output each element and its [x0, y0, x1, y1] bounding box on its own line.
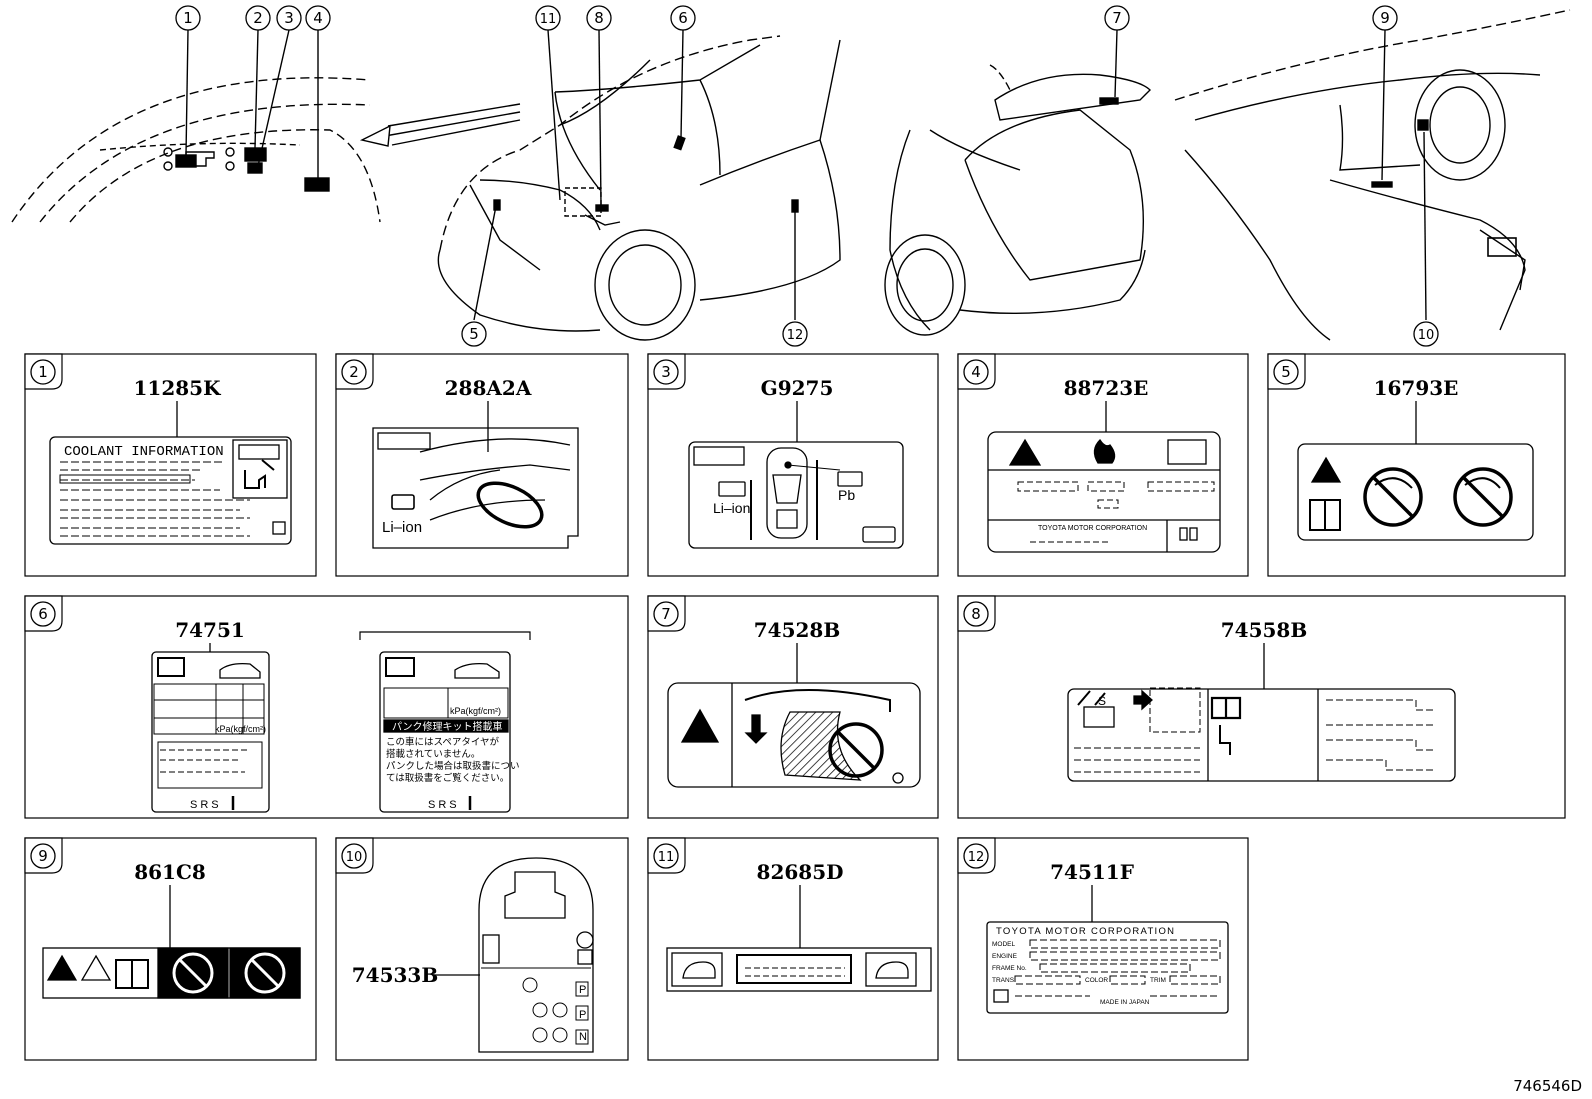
svg-text:7: 7 [661, 605, 671, 623]
callout-3: 3 [284, 9, 294, 27]
svg-text:COLOR: COLOR [1085, 977, 1108, 984]
svg-text:11: 11 [658, 850, 675, 865]
panel-10-label: P P N [432, 857, 594, 1053]
svg-text:SRS: SRS [428, 799, 460, 811]
svg-text:6: 6 [38, 605, 48, 623]
svg-text:TOYOTA MOTOR CORPORATION: TOYOTA MOTOR CORPORATION [996, 926, 1175, 937]
svg-text:MADE IN JAPAN: MADE IN JAPAN [1100, 999, 1150, 1006]
liion-text: Li–ion [713, 500, 750, 516]
radiator-support-view [11, 29, 381, 223]
callout-9: 9 [1380, 9, 1390, 27]
svg-text:この車にはスペアタイヤが: この車にはスペアタイヤが [386, 736, 500, 748]
part-74533B: 74533B [352, 963, 438, 987]
panel-3-label: Li–ion Pb [688, 401, 904, 549]
svg-text:5: 5 [1281, 363, 1291, 381]
svg-text:2: 2 [349, 363, 359, 381]
panel-11-label [666, 885, 932, 992]
part-numbers: 11285K 288A2A G9275 88723E 16793E 74751 … [134, 376, 1459, 987]
panel-8-label: S [1067, 643, 1456, 782]
liion-text: Li–ion [382, 519, 422, 536]
svg-text:10: 10 [346, 850, 363, 865]
svg-text:TRIM: TRIM [1150, 977, 1166, 984]
svg-text:FRAME No.: FRAME No. [992, 965, 1027, 972]
panel-9-label [42, 885, 301, 999]
panel-number-circles: 1 2 3 4 5 6 7 8 9 10 11 12 [30, 359, 1299, 869]
panel-2-label: Li–ion [372, 401, 579, 549]
callout-5: 5 [469, 325, 479, 343]
svg-text:TRANS: TRANS [992, 977, 1015, 984]
company-text: TOYOTA MOTOR CORPORATION [1038, 525, 1147, 532]
panel-12-label: TOYOTA MOTOR CORPORATION MODEL ENGINE FR… [986, 885, 1229, 1014]
svg-text:P: P [579, 984, 586, 996]
svg-text:搭載されていません。: 搭載されていません。 [386, 748, 480, 760]
front-car-view [437, 29, 841, 341]
callout-10: 10 [1418, 328, 1435, 343]
interior-view [1174, 9, 1571, 341]
panel-6-labels: kPa(kgf/cm²) SRS kPa(kgf/cm²) パンク修理キット搭載… [151, 631, 531, 813]
part-74751: 74751 [175, 618, 245, 642]
svg-text:パンク修理キット搭載車: パンク修理キット搭載車 [392, 720, 503, 733]
svg-text:S: S [1098, 694, 1106, 708]
svg-text:MODEL: MODEL [992, 941, 1016, 948]
coolant-heading: COOLANT INFORMATION [64, 444, 224, 460]
svg-text:8: 8 [971, 605, 981, 623]
part-88723E: 88723E [1064, 376, 1149, 400]
part-288A2A: 288A2A [445, 376, 532, 400]
rear-car-view [884, 29, 1151, 336]
svg-text:kPa(kgf/cm²): kPa(kgf/cm²) [215, 724, 266, 734]
pb-text: Pb [838, 487, 855, 503]
svg-text:SRS: SRS [190, 799, 222, 811]
part-G9275: G9275 [761, 376, 834, 400]
panel-5-label [1297, 401, 1534, 541]
panel-4-label: TOYOTA MOTOR CORPORATION [987, 401, 1221, 553]
panel-frames [24, 353, 1566, 1061]
svg-text:12: 12 [968, 850, 985, 865]
figure-id: 746546D [1513, 1077, 1582, 1095]
callout-8: 8 [594, 9, 604, 27]
callout-12: 12 [787, 328, 804, 343]
part-74511F: 74511F [1050, 860, 1134, 884]
part-74528B: 74528B [754, 618, 840, 642]
part-82685D: 82685D [757, 860, 844, 884]
callout-6: 6 [678, 9, 688, 27]
top-illustrations [11, 9, 1571, 341]
svg-text:3: 3 [661, 363, 671, 381]
callout-2: 2 [253, 9, 263, 27]
callout-1: 1 [183, 9, 193, 27]
svg-text:P: P [579, 1009, 586, 1021]
top-callouts: 1 2 3 4 11 8 6 7 9 5 12 10 [175, 5, 1439, 347]
callout-4: 4 [313, 9, 323, 27]
svg-text:4: 4 [971, 363, 981, 381]
svg-text:N: N [579, 1031, 587, 1043]
callout-7: 7 [1112, 9, 1122, 27]
svg-text:1: 1 [38, 363, 48, 381]
panel-7-label [667, 643, 921, 788]
panel-1-label: COOLANT INFORMATION [49, 401, 292, 545]
callout-11: 11 [540, 12, 557, 27]
part-16793E: 16793E [1374, 376, 1459, 400]
svg-text:9: 9 [38, 847, 48, 865]
svg-text:ENGINE: ENGINE [992, 953, 1018, 960]
svg-text:kPa(kgf/cm²): kPa(kgf/cm²) [450, 706, 501, 716]
part-11285K: 11285K [134, 376, 222, 400]
part-74558B: 74558B [1221, 618, 1307, 642]
part-861C8: 861C8 [134, 860, 206, 884]
svg-text:ては取扱書をご覧ください。: ては取扱書をご覧ください。 [386, 772, 509, 784]
svg-text:パンクした場合は取扱書につい: パンクした場合は取扱書につい [386, 760, 519, 772]
